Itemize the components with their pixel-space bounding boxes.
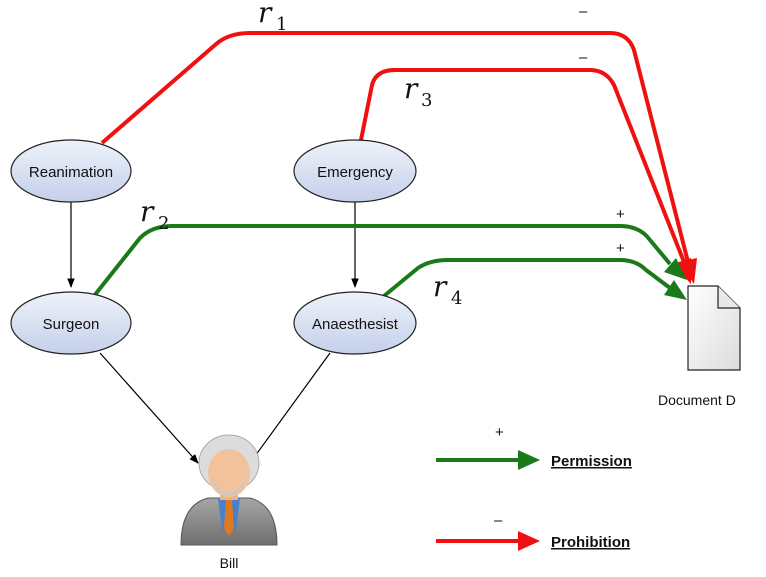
role-label-reanimation: Reanimation [29,164,113,181]
svg-text:r: r [404,72,419,105]
legend: + Permission – Prohibition [436,424,632,551]
rule-r1-arrow [100,31,690,263]
rule-r2-arrowhead [664,258,687,280]
role-node-anaesthesist[interactable]: Anaesthesist [293,291,417,355]
person-icon[interactable] [180,434,278,546]
legend-prohibition-label: Prohibition [551,534,630,551]
rule-r3-arrow [359,68,686,263]
legend-prohibition-arrowhead [518,531,540,551]
rule-r4-sign: + [616,240,625,257]
edge-surgeon-bill [99,352,199,464]
rule-r1-label: r 1 [258,0,287,35]
legend-prohibition-sign: – [494,512,503,529]
role-node-emergency[interactable]: Emergency [293,139,417,203]
rule-r3-sign: – [579,49,588,66]
legend-permission-label: Permission [551,453,632,470]
edge-anaesthesist-bill [249,352,331,464]
legend-permission-sign: + [495,424,504,441]
svg-text:r: r [433,270,448,303]
role-node-reanimation[interactable]: Reanimation [10,139,132,203]
rule-r4-label: r 4 [433,270,462,309]
document-icon[interactable] [687,285,741,371]
svg-text:3: 3 [421,90,432,111]
user-label-bill: Bill [220,555,239,571]
rule-r2-sign: + [616,206,625,223]
rule-r4-arrow [382,258,672,298]
rule-r3-label: r 3 [404,72,432,111]
rule-r2-label: r 2 [140,195,169,234]
rule-r4-arrowhead [664,280,687,300]
document-label: Document D [658,392,736,408]
svg-text:r: r [258,0,273,29]
rule-r1-sign: – [579,3,588,20]
svg-text:1: 1 [276,14,287,35]
svg-text:r: r [140,195,155,228]
role-label-anaesthesist: Anaesthesist [312,316,399,333]
svg-text:2: 2 [158,213,169,234]
legend-permission-arrowhead [518,450,540,470]
role-label-emergency: Emergency [317,164,393,181]
rule-r2-arrow [92,224,672,298]
svg-text:4: 4 [451,288,462,309]
role-node-surgeon[interactable]: Surgeon [10,291,132,355]
role-label-surgeon: Surgeon [43,316,100,333]
